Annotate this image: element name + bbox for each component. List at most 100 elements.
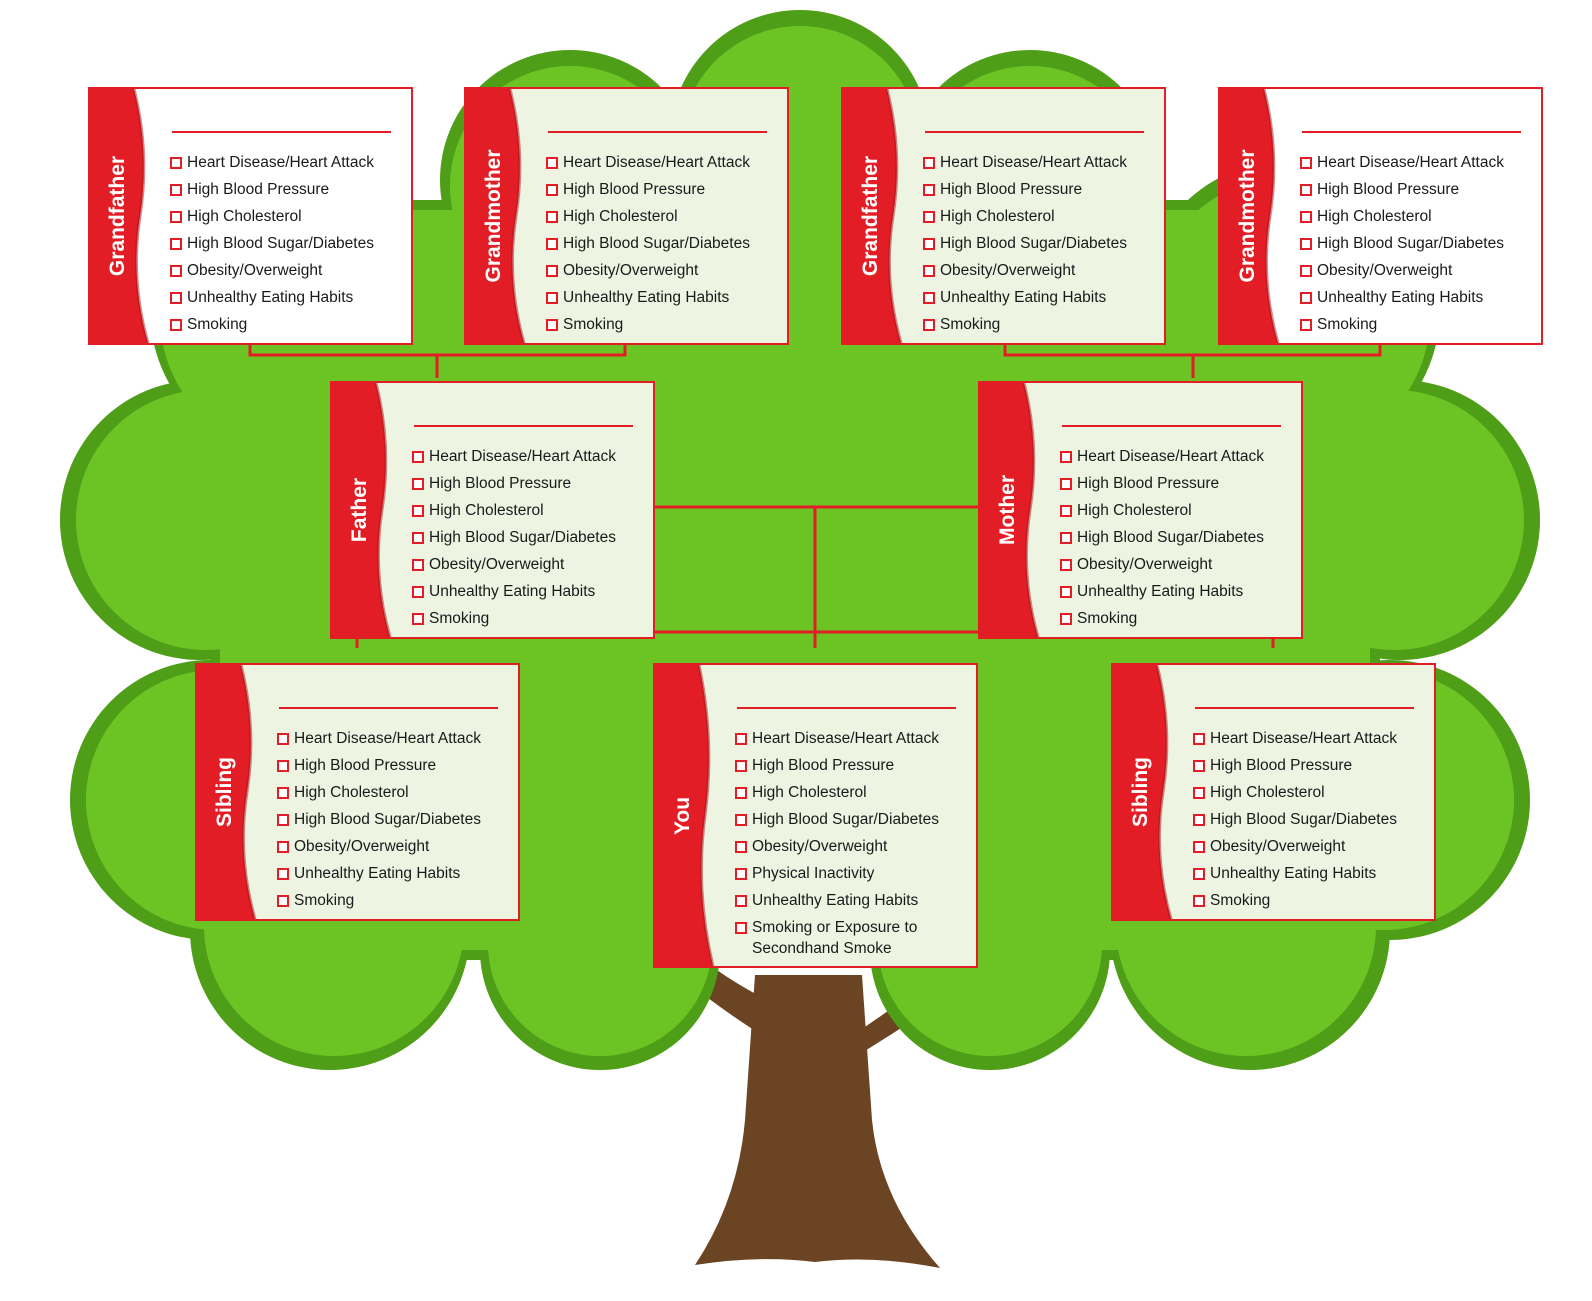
name-field[interactable] — [279, 707, 498, 709]
condition-item: High Cholesterol — [735, 779, 972, 806]
checkbox[interactable] — [546, 292, 558, 304]
checkbox[interactable] — [1193, 787, 1205, 799]
checkbox[interactable] — [735, 922, 747, 934]
condition-item: Obesity/Overweight — [1060, 551, 1297, 578]
checkbox[interactable] — [412, 451, 424, 463]
checkbox[interactable] — [1193, 814, 1205, 826]
checkbox[interactable] — [735, 841, 747, 853]
checkbox[interactable] — [1300, 319, 1312, 331]
name-field[interactable] — [925, 131, 1144, 133]
checkbox[interactable] — [412, 613, 424, 625]
condition-label: Heart Disease/Heart Attack — [1210, 730, 1397, 747]
condition-label: Heart Disease/Heart Attack — [294, 730, 481, 747]
checkbox[interactable] — [1060, 478, 1072, 490]
condition-item: High Cholesterol — [412, 497, 649, 524]
name-field[interactable] — [1062, 425, 1281, 427]
name-field[interactable] — [1195, 707, 1414, 709]
checkbox[interactable] — [277, 841, 289, 853]
checkbox[interactable] — [412, 532, 424, 544]
checkbox[interactable] — [735, 895, 747, 907]
checkbox[interactable] — [1193, 841, 1205, 853]
checkbox[interactable] — [546, 238, 558, 250]
name-field[interactable] — [414, 425, 633, 427]
condition-item: High Blood Pressure — [1193, 752, 1430, 779]
name-field[interactable] — [737, 707, 956, 709]
checkbox[interactable] — [546, 184, 558, 196]
checkbox[interactable] — [923, 265, 935, 277]
checkbox[interactable] — [1300, 211, 1312, 223]
condition-item: High Blood Pressure — [412, 470, 649, 497]
condition-label: High Blood Pressure — [752, 757, 895, 774]
checkbox[interactable] — [923, 292, 935, 304]
condition-label: Unhealthy Eating Habits — [752, 892, 919, 909]
condition-label: High Cholesterol — [187, 208, 302, 225]
checkbox[interactable] — [1193, 868, 1205, 880]
condition-label: Smoking — [1077, 610, 1138, 627]
name-field[interactable] — [1302, 131, 1521, 133]
checkbox[interactable] — [412, 478, 424, 490]
condition-label: High Cholesterol — [563, 208, 678, 225]
checkbox[interactable] — [1300, 157, 1312, 169]
checkbox[interactable] — [923, 211, 935, 223]
checkbox[interactable] — [1060, 613, 1072, 625]
checkbox[interactable] — [170, 319, 182, 331]
condition-label: High Blood Sugar/Diabetes — [752, 811, 939, 828]
checkbox[interactable] — [277, 814, 289, 826]
checkbox[interactable] — [1300, 292, 1312, 304]
checkbox[interactable] — [1060, 586, 1072, 598]
condition-label: Obesity/Overweight — [187, 262, 323, 279]
checkbox[interactable] — [170, 184, 182, 196]
checkbox[interactable] — [1193, 733, 1205, 745]
checkbox[interactable] — [923, 238, 935, 250]
checkbox[interactable] — [277, 787, 289, 799]
checkbox[interactable] — [277, 868, 289, 880]
checkbox[interactable] — [277, 895, 289, 907]
checkbox[interactable] — [1300, 265, 1312, 277]
condition-label: Smoking — [1317, 316, 1378, 333]
condition-label: Unhealthy Eating Habits — [940, 289, 1107, 306]
checkbox[interactable] — [923, 184, 935, 196]
checkbox[interactable] — [735, 814, 747, 826]
condition-label: Obesity/Overweight — [1077, 556, 1213, 573]
checkbox[interactable] — [170, 265, 182, 277]
checkbox[interactable] — [412, 586, 424, 598]
condition-item: Unhealthy Eating Habits — [923, 284, 1160, 311]
name-field[interactable] — [172, 131, 391, 133]
checkbox[interactable] — [546, 319, 558, 331]
checkbox[interactable] — [546, 211, 558, 223]
checkbox[interactable] — [170, 211, 182, 223]
checkbox[interactable] — [1060, 451, 1072, 463]
checkbox[interactable] — [1060, 505, 1072, 517]
name-field[interactable] — [548, 131, 767, 133]
checkbox[interactable] — [277, 733, 289, 745]
checkbox[interactable] — [923, 157, 935, 169]
checkbox[interactable] — [546, 157, 558, 169]
checkbox[interactable] — [277, 760, 289, 772]
checkbox[interactable] — [412, 505, 424, 517]
checkbox[interactable] — [546, 265, 558, 277]
checkbox[interactable] — [1300, 184, 1312, 196]
checkbox[interactable] — [1060, 532, 1072, 544]
role-label: Sibling — [1129, 757, 1152, 827]
role-tab-shape — [980, 383, 1040, 637]
condition-label: Heart Disease/Heart Attack — [752, 730, 939, 747]
checkbox[interactable] — [170, 157, 182, 169]
checkbox[interactable] — [1300, 238, 1312, 250]
checkbox[interactable] — [1060, 559, 1072, 571]
condition-label: Smoking — [1210, 892, 1271, 909]
condition-item: High Blood Pressure — [1060, 470, 1297, 497]
checkbox[interactable] — [923, 319, 935, 331]
checkbox[interactable] — [170, 292, 182, 304]
checkbox[interactable] — [735, 868, 747, 880]
checkbox[interactable] — [170, 238, 182, 250]
checkbox[interactable] — [735, 787, 747, 799]
checkbox[interactable] — [735, 733, 747, 745]
condition-label: High Blood Pressure — [1077, 475, 1220, 492]
condition-item: Smoking or Exposure to Secondhand Smoke — [735, 914, 972, 962]
checkbox[interactable] — [735, 760, 747, 772]
checkbox[interactable] — [412, 559, 424, 571]
checkbox[interactable] — [1193, 895, 1205, 907]
checkbox[interactable] — [1193, 760, 1205, 772]
